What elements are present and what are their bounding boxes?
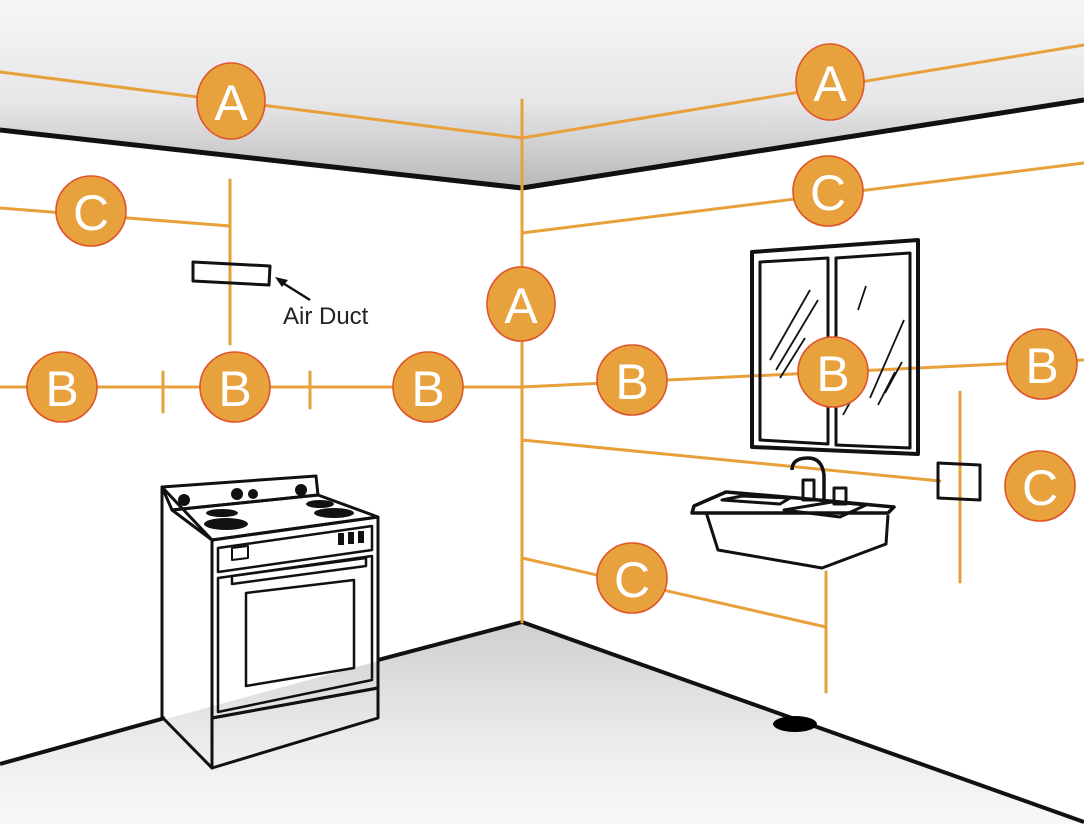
- badge-b-left-1: B: [26, 351, 98, 423]
- badge-c-under-sink: C: [596, 542, 668, 614]
- badge-a-ceiling-left: A: [196, 62, 266, 140]
- floor: [0, 622, 1084, 824]
- badge-b-window: B: [797, 336, 869, 408]
- svg-text:A: A: [214, 75, 248, 131]
- svg-text:B: B: [816, 346, 849, 402]
- right-wall: [522, 100, 1084, 822]
- badge-b-left-2: B: [199, 351, 271, 423]
- floor-drain: [773, 716, 817, 732]
- badge-b-right-edge: B: [1006, 328, 1078, 400]
- svg-text:C: C: [614, 552, 650, 608]
- svg-text:C: C: [810, 165, 846, 221]
- air-duct-label: Air Duct: [283, 303, 369, 330]
- svg-text:B: B: [1025, 338, 1058, 394]
- badge-b-right-1: B: [596, 344, 668, 416]
- svg-text:A: A: [504, 278, 538, 334]
- badge-a-ceiling-right: A: [795, 43, 865, 121]
- svg-text:A: A: [813, 56, 847, 112]
- svg-text:B: B: [218, 361, 251, 417]
- badge-c-left-wall-top: C: [55, 175, 127, 247]
- sink: [690, 456, 896, 570]
- badge-b-left-3: B: [392, 351, 464, 423]
- stove: [160, 474, 380, 770]
- svg-text:B: B: [615, 354, 648, 410]
- badge-c-outlet: C: [1004, 450, 1076, 522]
- floor-edge-left: [0, 716, 166, 766]
- left-wall: [0, 130, 522, 764]
- svg-text:C: C: [1022, 460, 1058, 516]
- svg-text:B: B: [411, 361, 444, 417]
- svg-text:B: B: [45, 361, 78, 417]
- svg-text:C: C: [73, 185, 109, 241]
- badge-c-right-wall-top: C: [792, 155, 864, 227]
- air-duct-vent: [191, 260, 311, 302]
- badge-a-corner: A: [486, 266, 556, 342]
- outlet-box: [936, 461, 982, 502]
